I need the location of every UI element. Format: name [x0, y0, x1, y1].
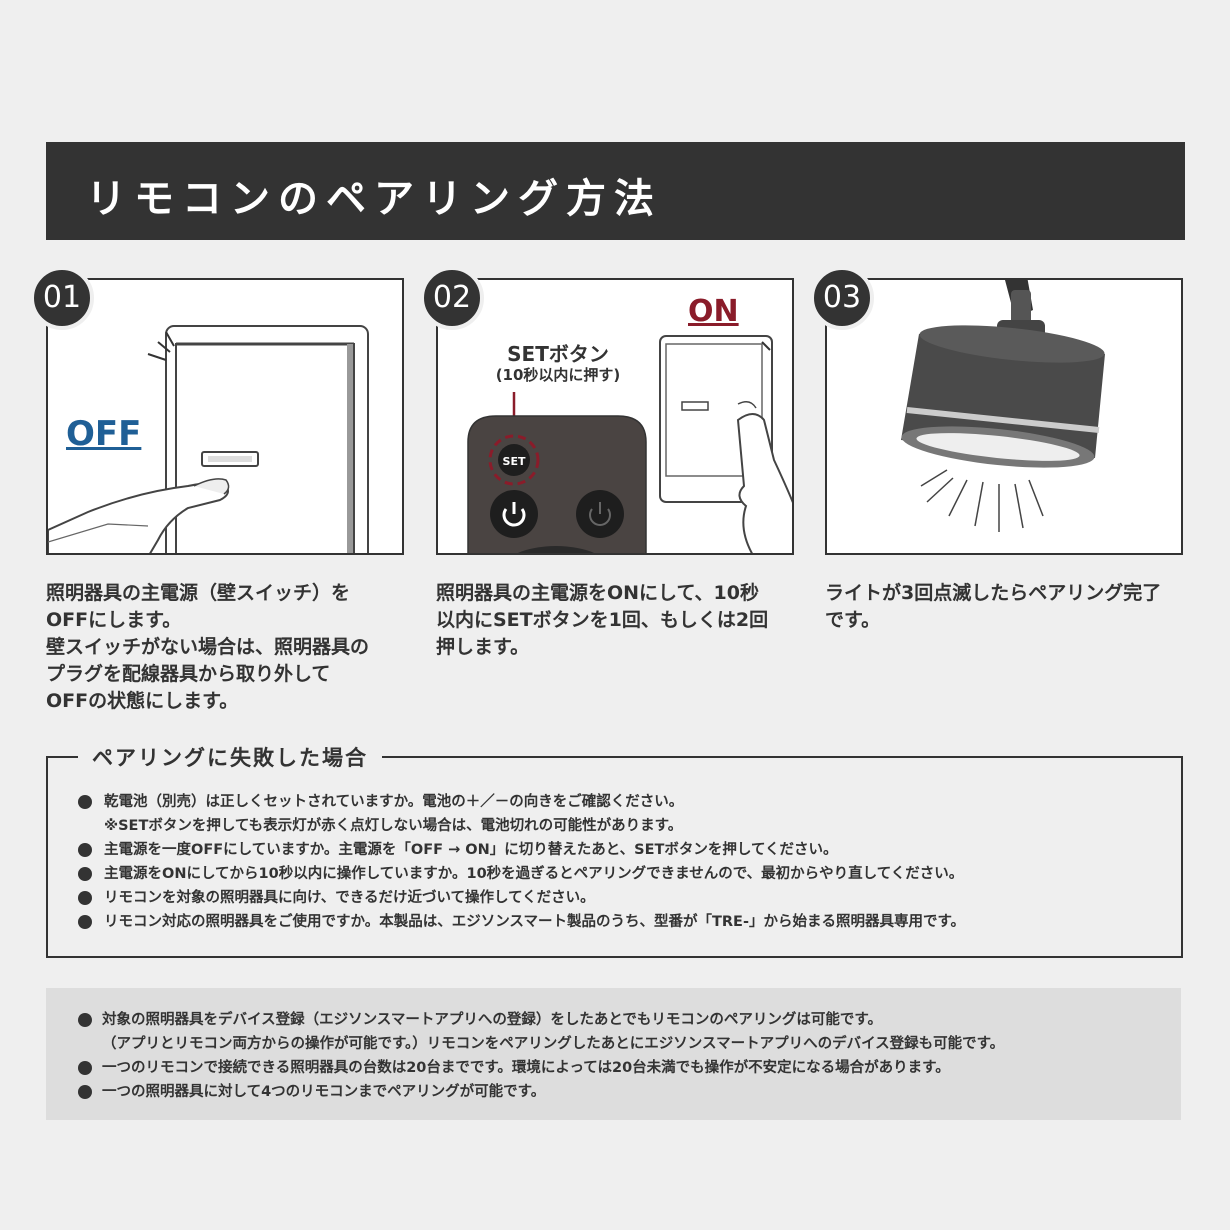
note-item-subtext: （アプリとリモコン両方からの操作が可能です。）リモコンをペアリングしたあとにエジ… [102, 1036, 1005, 1052]
failure-item-text: リモコンを対象の照明器具に向け、できるだけ近づいて操作してください。 [104, 890, 595, 906]
note-item-text: 一つのリモコンで接続できる照明器具の台数は20台までです。環境によっては20台未… [102, 1060, 950, 1076]
list-item: 主電源を一度OFFにしていますか。主電源を「OFF → ON」に切り替えたあと、… [78, 838, 965, 862]
set-button-caption: SETボタン [507, 342, 609, 366]
wall-switch-off-illustration [48, 325, 369, 553]
step-2-illustration: SET ON SETボタン (10秒以内に押す) [436, 278, 794, 555]
bullet-icon [78, 867, 92, 881]
set-button-note: (10秒以内に押す) [495, 366, 621, 384]
note-item-text: 対象の照明器具をデバイス登録（エジソンスマートアプリへの登録）をしたあとでもリモ… [102, 1012, 882, 1028]
list-item: 一つの照明器具に対して4つのリモコンまでペアリングが可能です。 [78, 1080, 1004, 1104]
bullet-icon [78, 1085, 92, 1099]
remote-and-switch-illustration: SET [467, 335, 792, 553]
set-button-label: SET [503, 455, 526, 468]
bullet-icon [78, 1061, 92, 1075]
ceiling-light-illustration [827, 280, 1181, 553]
failure-title: ペアリングに失敗した場合 [78, 742, 382, 772]
step-1-text: 照明器具の主電源（壁スイッチ）を OFFにします。 壁スイッチがない場合は、照明… [46, 582, 370, 712]
list-item: 主電源をONにしてから10秒以内に操作していますか。10秒を過ぎるとペアリングで… [78, 862, 965, 886]
step-number-2: 02 [420, 266, 484, 330]
title-bar: リモコンのペアリング方法 [46, 142, 1185, 240]
notes-list: 対象の照明器具をデバイス登録（エジソンスマートアプリへの登録）をしたあとでもリモ… [78, 1008, 1004, 1104]
bullet-icon [78, 795, 92, 809]
off-label: OFF [66, 414, 142, 454]
bullet-icon [78, 843, 92, 857]
list-item: 乾電池（別売）は正しくセットされていますか。電池の＋／－の向きをご確認ください。… [78, 790, 965, 838]
failure-item-subtext: ※SETボタンを押しても表示灯が赤く点灯しない場合は、電池切れの可能性があります… [104, 818, 683, 834]
step-1-illustration: OFF [46, 278, 404, 555]
failure-item-text: 主電源を一度OFFにしていますか。主電源を「OFF → ON」に切り替えたあと、… [104, 842, 838, 858]
step-2-text: 照明器具の主電源をONにして、10秒 以内にSETボタンを1回、もしくは2回 押… [436, 582, 769, 658]
note-item-text: 一つの照明器具に対して4つのリモコンまでペアリングが可能です。 [102, 1084, 546, 1100]
bullet-icon [78, 915, 92, 929]
step-number-1: 01 [30, 266, 94, 330]
step-3-text: ライトが3回点滅したらペアリング完了 です。 [825, 582, 1162, 631]
bullet-icon [78, 891, 92, 905]
bullet-icon [78, 1013, 92, 1027]
step-number-3: 03 [810, 266, 874, 330]
list-item: 一つのリモコンで接続できる照明器具の台数は20台までです。環境によっては20台未… [78, 1056, 1004, 1080]
list-item: リモコンを対象の照明器具に向け、できるだけ近づいて操作してください。 [78, 886, 965, 910]
notes-box: 対象の照明器具をデバイス登録（エジソンスマートアプリへの登録）をしたあとでもリモ… [46, 988, 1181, 1120]
failure-box: ペアリングに失敗した場合 乾電池（別売）は正しくセットされていますか。電池の＋／… [46, 742, 1183, 958]
failure-item-text: 主電源をONにしてから10秒以内に操作していますか。10秒を過ぎるとペアリングで… [104, 866, 964, 882]
failure-list: 乾電池（別売）は正しくセットされていますか。電池の＋／－の向きをご確認ください。… [78, 790, 965, 934]
failure-item-text: 乾電池（別売）は正しくセットされていますか。電池の＋／－の向きをご確認ください。 [104, 794, 684, 810]
failure-item-text: リモコン対応の照明器具をご使用ですか。本製品は、エジソンスマート製品のうち、型番… [104, 914, 966, 930]
page-title: リモコンのペアリング方法 [86, 176, 662, 222]
list-item: 対象の照明器具をデバイス登録（エジソンスマートアプリへの登録）をしたあとでもリモ… [78, 1008, 1004, 1056]
on-label: ON [688, 294, 739, 329]
list-item: リモコン対応の照明器具をご使用ですか。本製品は、エジソンスマート製品のうち、型番… [78, 910, 965, 934]
step-3-illustration [825, 278, 1183, 555]
